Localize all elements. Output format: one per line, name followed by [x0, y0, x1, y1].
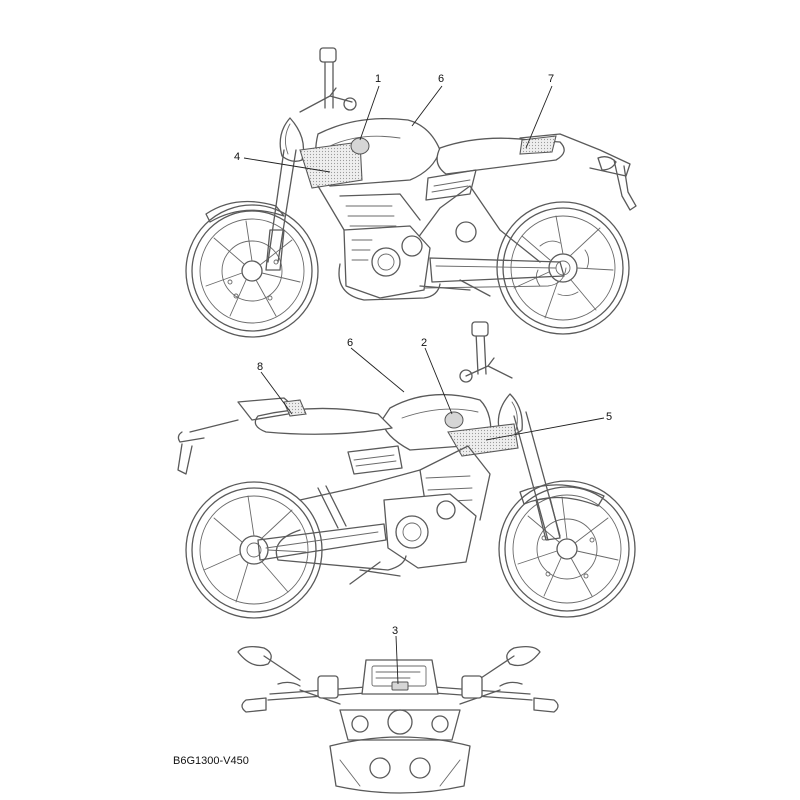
diagram-code: B6G1300-V450 — [173, 755, 249, 767]
rear-wheel — [496, 201, 630, 335]
decal-8-tail-panel — [283, 399, 307, 417]
cockpit-front-view — [237, 646, 559, 794]
callout-2: 2 — [421, 337, 427, 349]
decal-7-tail-panel — [519, 135, 557, 155]
callout-1: 1 — [375, 73, 381, 85]
decal-4-tank-shroud — [299, 141, 363, 189]
decal-1-tank-emblem — [350, 137, 370, 155]
front-wheel — [185, 204, 319, 338]
motorcycle-right-side-view — [185, 47, 637, 338]
callout-7: 7 — [548, 73, 554, 85]
instrument-meter — [361, 659, 439, 695]
callout-labels: 1 6 7 4 6 2 8 5 3 — [234, 73, 612, 637]
callout-3: 3 — [392, 625, 398, 637]
decal-3-meter-label — [391, 681, 409, 691]
callout-4: 4 — [234, 151, 240, 163]
callout-6-middle: 6 — [347, 337, 353, 349]
callout-8: 8 — [257, 361, 263, 373]
rear-wheel — [185, 481, 323, 619]
decal-2-tank-emblem — [444, 411, 464, 429]
front-wheel — [498, 480, 636, 618]
callout-5: 5 — [606, 411, 612, 423]
decal-5-tank-shroud — [447, 423, 519, 457]
callout-6-top: 6 — [438, 73, 444, 85]
leader-lines — [243, 85, 605, 685]
motorcycle-left-side-view — [177, 321, 636, 619]
